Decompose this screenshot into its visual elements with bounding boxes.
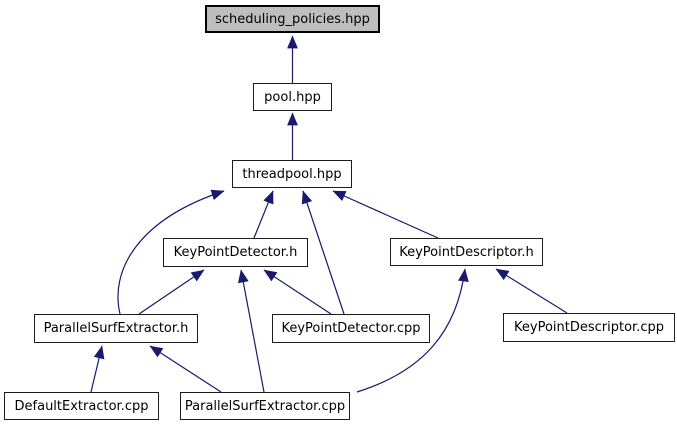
node-label: KeyPointDetector.cpp <box>281 321 421 336</box>
node-label: KeyPointDescriptor.h <box>399 244 534 260</box>
graph-node-threadpool-hpp[interactable]: threadpool.hpp <box>232 160 352 188</box>
graph-node-keypointdetector-cpp[interactable]: KeyPointDetector.cpp <box>272 314 430 343</box>
node-label: KeyPointDetector.h <box>173 245 298 260</box>
edge-DefaultExtractor.cpp-to-ParallelSurfExtractor.h <box>90 345 105 393</box>
graph-node-keypointdetector-h[interactable]: KeyPointDetector.h <box>163 238 308 267</box>
graph-node-keypointdescriptor-cpp[interactable]: KeyPointDescriptor.cpp <box>503 313 675 342</box>
edge-ParallelSurfExtractor.h-to-threadpool.hpp <box>117 189 225 315</box>
node-label: KeyPointDescriptor.cpp <box>514 320 664 335</box>
edge-KeyPointDescriptor.cpp-to-KeyPointDescriptor.h <box>495 268 568 314</box>
graph-node-scheduling-policies-hpp[interactable]: scheduling_policies.hpp <box>205 5 380 33</box>
graph-node-keypointdescriptor-h[interactable]: KeyPointDescriptor.h <box>390 238 543 266</box>
edge-ParallelSurfExtractor.cpp-to-KeyPointDescriptor.h <box>356 268 469 393</box>
graph-node-pool-hpp[interactable]: pool.hpp <box>253 83 332 111</box>
edge-ParallelSurfExtractor.cpp-to-KeyPointDetector.h <box>237 269 265 393</box>
node-label: ParallelSurfExtractor.cpp <box>184 398 346 414</box>
graph-node-defaultextractor-cpp[interactable]: DefaultExtractor.cpp <box>4 392 159 420</box>
edge-KeyPointDescriptor.h-to-threadpool.hpp <box>332 190 439 239</box>
edge-KeyPointDetector.cpp-to-KeyPointDetector.h <box>263 269 332 315</box>
edge-ParallelSurfExtractor.h-to-KeyPointDetector.h <box>138 269 205 315</box>
node-label: threadpool.hpp <box>242 166 342 182</box>
edge-KeyPointDetector.cpp-to-threadpool.hpp <box>301 190 345 315</box>
edge-KeyPointDetector.h-to-threadpool.hpp <box>253 190 274 239</box>
graph-node-parallelsurfextractor-h[interactable]: ParallelSurfExtractor.h <box>34 314 198 343</box>
node-label: pool.hpp <box>264 89 321 105</box>
edge-ParallelSurfExtractor.cpp-to-ParallelSurfExtractor.h <box>149 345 222 393</box>
node-label: DefaultExtractor.cpp <box>14 398 149 414</box>
node-label: ParallelSurfExtractor.h <box>43 321 189 336</box>
graph-node-parallelsurfextractor-cpp[interactable]: ParallelSurfExtractor.cpp <box>180 392 350 420</box>
node-label: scheduling_policies.hpp <box>215 11 370 27</box>
